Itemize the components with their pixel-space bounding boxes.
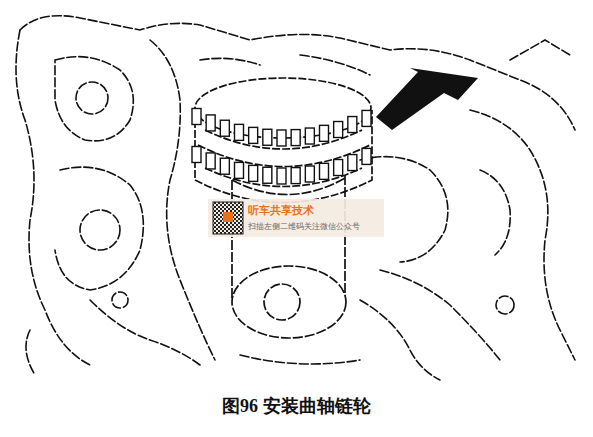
gear-tooth bbox=[263, 129, 272, 145]
watermark-band bbox=[208, 199, 384, 237]
watermark-text: 听车共享技术 bbox=[248, 203, 314, 218]
gear-tooth bbox=[277, 130, 286, 146]
pointer-arrow bbox=[376, 68, 478, 130]
gear-tooth bbox=[320, 125, 329, 141]
gear-tooth bbox=[348, 117, 357, 133]
gear-tooth bbox=[263, 167, 272, 183]
gear-tooth bbox=[348, 155, 357, 171]
gear-tooth bbox=[220, 158, 229, 174]
gear-tooth bbox=[305, 166, 314, 182]
gear-tooth bbox=[220, 120, 229, 136]
gear-tooth bbox=[206, 115, 215, 131]
gear-tooth bbox=[291, 130, 300, 146]
gear-tooth bbox=[249, 165, 258, 181]
gear-tooth bbox=[192, 146, 201, 162]
gear-tooth bbox=[235, 162, 244, 178]
gear-tooth bbox=[291, 168, 300, 184]
gear-teeth bbox=[192, 108, 371, 183]
watermark-text: 扫描左侧二维码关注微信公众号 bbox=[248, 221, 360, 232]
gear-tooth bbox=[249, 127, 258, 143]
gear-tooth bbox=[277, 168, 286, 184]
gear-tooth bbox=[334, 122, 343, 138]
gear-tooth bbox=[305, 128, 314, 144]
gear-tooth bbox=[235, 124, 244, 140]
gear-tooth bbox=[362, 148, 371, 164]
qr-logo bbox=[223, 212, 233, 222]
figure-caption: 图96 安装曲轴链轮 bbox=[222, 394, 371, 418]
gear-tooth bbox=[362, 110, 371, 126]
gear-tooth bbox=[192, 108, 201, 124]
gear-tooth bbox=[320, 163, 329, 179]
gear-tooth bbox=[334, 160, 343, 176]
gear-tooth bbox=[206, 153, 215, 169]
qr-code bbox=[213, 202, 243, 234]
